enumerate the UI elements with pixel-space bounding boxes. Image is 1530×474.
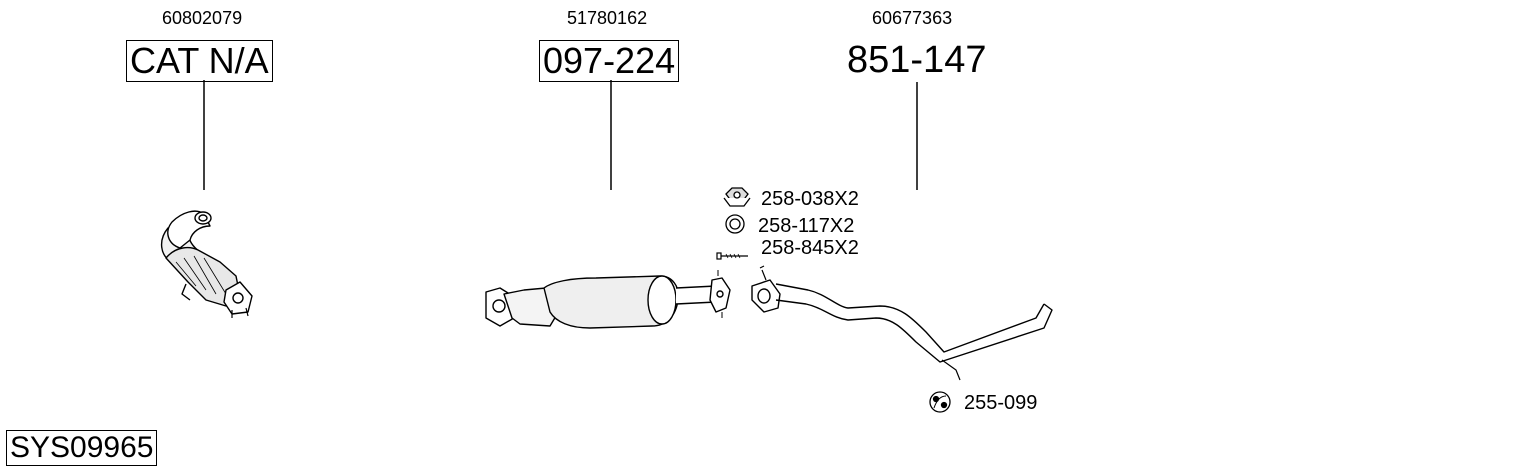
hardware-label-rubber-mount[interactable]: 255-099 (964, 392, 1038, 414)
hardware-label-flange-nut[interactable]: 258-038X2 (761, 188, 859, 210)
oem-number-catalyst: 60802079 (162, 8, 243, 28)
oem-number-middle-silencer: 51780162 (567, 8, 648, 28)
oem-number-rear-pipe: 60677363 (872, 8, 953, 28)
bolt-icon[interactable] (716, 252, 748, 260)
system-code: SYS09965 (6, 430, 158, 466)
middle-silencer-drawing[interactable] (485, 270, 731, 329)
catalytic-converter-drawing[interactable] (161, 210, 253, 318)
hardware-label-gasket[interactable]: 258-117X2 (758, 215, 855, 237)
hardware-label-bolt[interactable]: 258-845X2 (761, 237, 859, 259)
part-number-catalyst[interactable]: CAT N/A (126, 40, 273, 82)
part-number-rear-pipe[interactable]: 851-147 (847, 39, 987, 81)
gasket-ring-icon[interactable] (725, 214, 745, 234)
part-number-middle-silencer[interactable]: 097-224 (539, 40, 680, 82)
flange-nut-icon[interactable] (723, 187, 751, 207)
rear-pipe-drawing[interactable] (751, 265, 1053, 381)
rubber-mount-icon[interactable] (929, 391, 951, 413)
